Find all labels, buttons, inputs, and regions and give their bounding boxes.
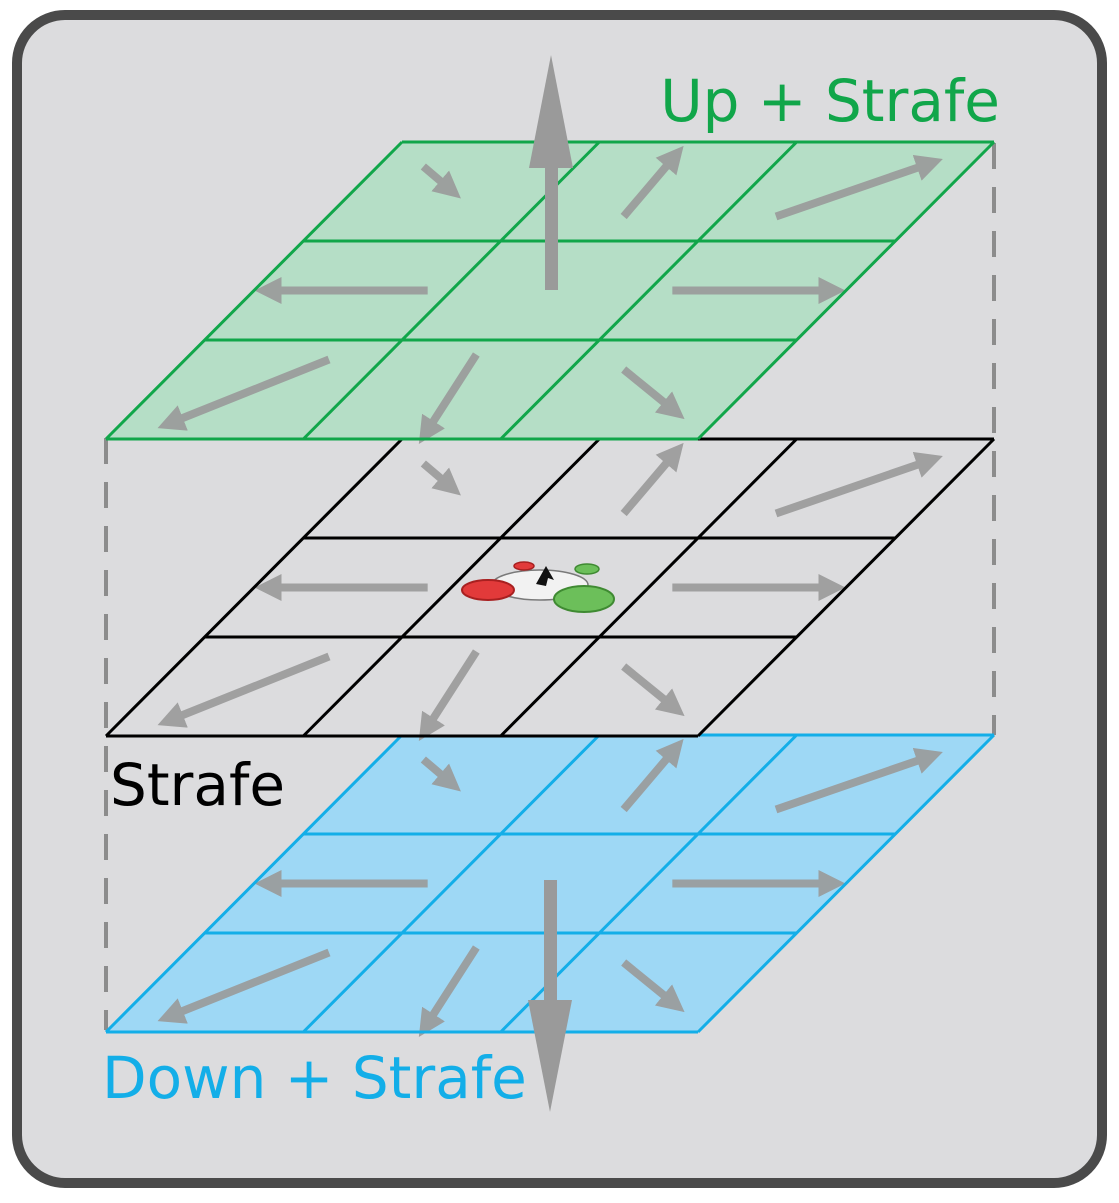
grid-line xyxy=(696,437,996,738)
rotor-rear-right xyxy=(574,563,600,575)
rotor-front-right xyxy=(553,585,615,613)
grid-line xyxy=(302,437,601,738)
grid-line xyxy=(499,437,798,738)
rotor-rear-left xyxy=(513,561,535,571)
grid-line xyxy=(104,437,404,738)
direction-arrow xyxy=(157,652,331,728)
direction-arrow xyxy=(157,355,331,431)
direction-arrow xyxy=(418,649,480,741)
direction-arrow xyxy=(418,352,480,444)
arrow-down-icon xyxy=(528,880,572,1112)
grid-line xyxy=(104,733,404,1034)
arrow-down-shaft xyxy=(544,880,557,1010)
arrow-down-head xyxy=(528,1000,572,1112)
arrow-up-shaft xyxy=(545,160,558,290)
heading-arrow xyxy=(536,566,554,586)
direction-arrow xyxy=(620,442,684,517)
direction-arrow xyxy=(420,460,461,496)
direction-arrow xyxy=(774,451,943,518)
grid-line xyxy=(696,140,996,441)
grid-line xyxy=(104,140,404,441)
grid-line xyxy=(499,140,798,441)
direction-arrow xyxy=(420,163,461,199)
quadcopter-icon xyxy=(461,561,615,613)
grid-line xyxy=(302,733,601,1034)
strafe-label: Strafe xyxy=(110,751,285,819)
direction-arrow xyxy=(420,756,461,792)
direction-arrow xyxy=(157,948,331,1024)
grid-line xyxy=(696,733,996,1034)
arrow-up-head xyxy=(529,55,573,168)
direction-arrow xyxy=(621,663,685,717)
arrow-up-icon xyxy=(529,55,573,290)
direction-arrow xyxy=(620,145,684,220)
direction-arrow xyxy=(620,738,684,813)
rotor-front-left xyxy=(461,579,515,601)
direction-arrow xyxy=(774,747,943,814)
direction-arrow xyxy=(418,945,480,1037)
up-strafe-label: Up + Strafe xyxy=(660,67,1000,135)
direction-arrow xyxy=(621,366,685,420)
down-strafe-label: Down + Strafe xyxy=(102,1044,527,1112)
direction-arrow xyxy=(621,959,685,1013)
direction-arrow xyxy=(774,154,943,221)
